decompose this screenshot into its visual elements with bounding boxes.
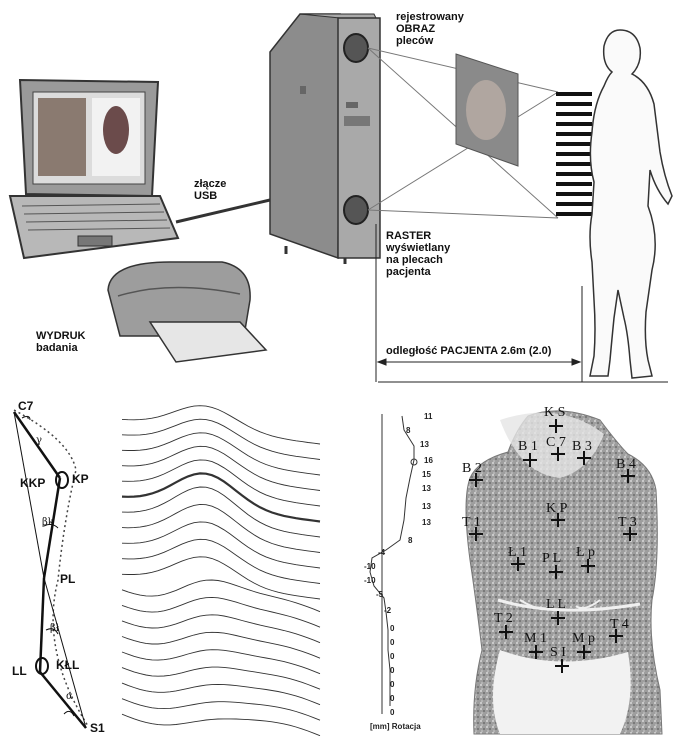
marker-cross — [549, 565, 563, 579]
marker-cross — [529, 645, 543, 659]
marker-cross — [551, 447, 565, 461]
marker-cross — [555, 659, 569, 673]
marker-cross — [609, 629, 623, 643]
marker-cross — [523, 453, 537, 467]
marker-cross — [551, 611, 565, 625]
marker-cross — [469, 473, 483, 487]
marker-cross — [577, 451, 591, 465]
marker-cross — [581, 559, 595, 573]
marker-cross — [499, 625, 513, 639]
marker-cross — [551, 513, 565, 527]
marker-cross — [549, 419, 563, 433]
marker-cross — [577, 645, 591, 659]
marker-cross — [469, 527, 483, 541]
marker-cross — [511, 557, 525, 571]
marker-cross — [623, 527, 637, 541]
marker-cross — [621, 469, 635, 483]
